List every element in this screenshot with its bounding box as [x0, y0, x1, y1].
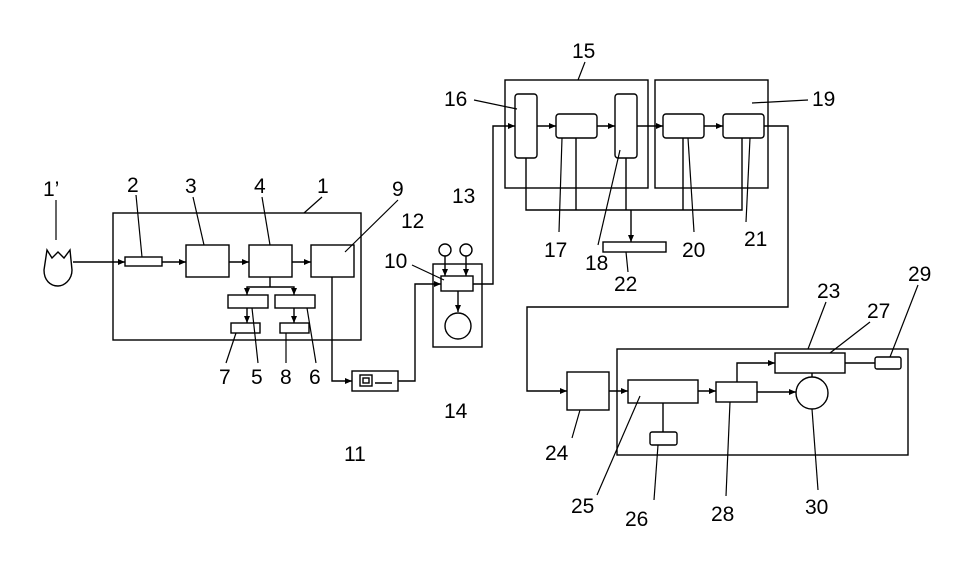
- link-21-24: [526, 125, 789, 394]
- leader-9: [344, 199, 399, 253]
- source-shape: [43, 248, 73, 287]
- label-1: 1: [317, 175, 329, 198]
- block-16: [514, 93, 538, 159]
- block-22: [602, 241, 667, 253]
- label-22: 22: [614, 273, 637, 296]
- block-29: [874, 356, 902, 370]
- gauge-12: [438, 243, 452, 257]
- block-3: [185, 244, 230, 278]
- label-26: 26: [625, 508, 648, 531]
- label-16: 16: [444, 88, 467, 111]
- leader-23: [807, 301, 827, 350]
- label-1p: 1’: [43, 178, 59, 201]
- unit-1-housing: [112, 212, 362, 341]
- element-30: [795, 376, 829, 410]
- label-28: 28: [711, 503, 734, 526]
- leader-4: [261, 196, 271, 246]
- label-30: 30: [805, 496, 828, 519]
- leader-16: [473, 99, 518, 110]
- label-23: 23: [817, 280, 840, 303]
- leader-2: [135, 194, 143, 258]
- block-6: [274, 294, 316, 309]
- label-2: 2: [127, 174, 139, 197]
- block-2: [124, 256, 163, 267]
- leader-22: [625, 251, 629, 273]
- label-11: 11: [344, 443, 366, 466]
- bus-line: [525, 138, 743, 211]
- label-19: 19: [812, 88, 835, 111]
- label-8: 8: [280, 366, 292, 389]
- leader-18: [597, 149, 621, 246]
- link-11-10: [398, 281, 441, 382]
- label-21: 21: [744, 228, 767, 251]
- block-7: [230, 322, 261, 334]
- leader-5: [251, 307, 259, 364]
- device-11-window: [359, 374, 373, 387]
- label-13: 13: [452, 185, 475, 208]
- block-5: [227, 294, 269, 309]
- label-15: 15: [572, 40, 595, 63]
- label-29: 29: [908, 263, 931, 286]
- device-11-inner: [362, 377, 370, 384]
- pump-14: [444, 312, 472, 340]
- label-6: 6: [309, 366, 321, 389]
- leader-17: [558, 137, 563, 233]
- label-7: 7: [219, 366, 231, 389]
- leader-7: [225, 332, 237, 364]
- housing-10-14: [432, 263, 483, 348]
- leader-20: [687, 137, 695, 233]
- label-10: 10: [384, 250, 407, 273]
- label-18: 18: [585, 252, 608, 275]
- leader-1: [303, 196, 323, 214]
- block-4: [248, 244, 293, 278]
- link-9-11: [331, 277, 352, 384]
- leader-27: [829, 321, 871, 354]
- leader-24: [571, 409, 581, 439]
- label-17: 17: [544, 239, 567, 262]
- link-4-5: [244, 286, 270, 295]
- device-11: [351, 370, 399, 392]
- label-24: 24: [545, 442, 569, 465]
- label-27: 27: [867, 300, 890, 323]
- leader-15: [577, 61, 586, 81]
- leader-10: [411, 264, 445, 281]
- leader-26: [653, 444, 659, 501]
- leader-30: [811, 408, 819, 491]
- block-28: [715, 381, 758, 403]
- label-5: 5: [251, 366, 263, 389]
- block-21: [722, 113, 765, 139]
- block-26: [649, 431, 678, 446]
- link-10-16: [473, 123, 515, 285]
- label-3: 3: [185, 175, 197, 198]
- label-20: 20: [682, 239, 705, 262]
- label-4: 4: [254, 175, 266, 198]
- block-18: [614, 93, 638, 159]
- leader-19: [751, 99, 809, 104]
- leader-29: [889, 284, 919, 358]
- leader-28: [725, 401, 731, 497]
- block-20: [662, 113, 705, 139]
- block-10: [440, 275, 474, 292]
- label-14: 14: [444, 400, 468, 423]
- label-12: 12: [401, 210, 424, 233]
- block-17: [555, 113, 598, 139]
- leader-6: [306, 307, 317, 364]
- block-27: [774, 352, 846, 374]
- block-24: [566, 371, 610, 411]
- label-25: 25: [571, 495, 594, 518]
- leader-25: [596, 395, 641, 496]
- leader-21: [745, 137, 751, 223]
- leader-3: [192, 196, 205, 246]
- block-8: [279, 322, 310, 334]
- unit-23-housing: [616, 348, 909, 456]
- link-4-6: [270, 286, 297, 295]
- unit-19-housing: [654, 79, 769, 189]
- label-9: 9: [392, 178, 404, 201]
- link-28-27: [736, 360, 775, 382]
- gauge-13: [459, 243, 473, 257]
